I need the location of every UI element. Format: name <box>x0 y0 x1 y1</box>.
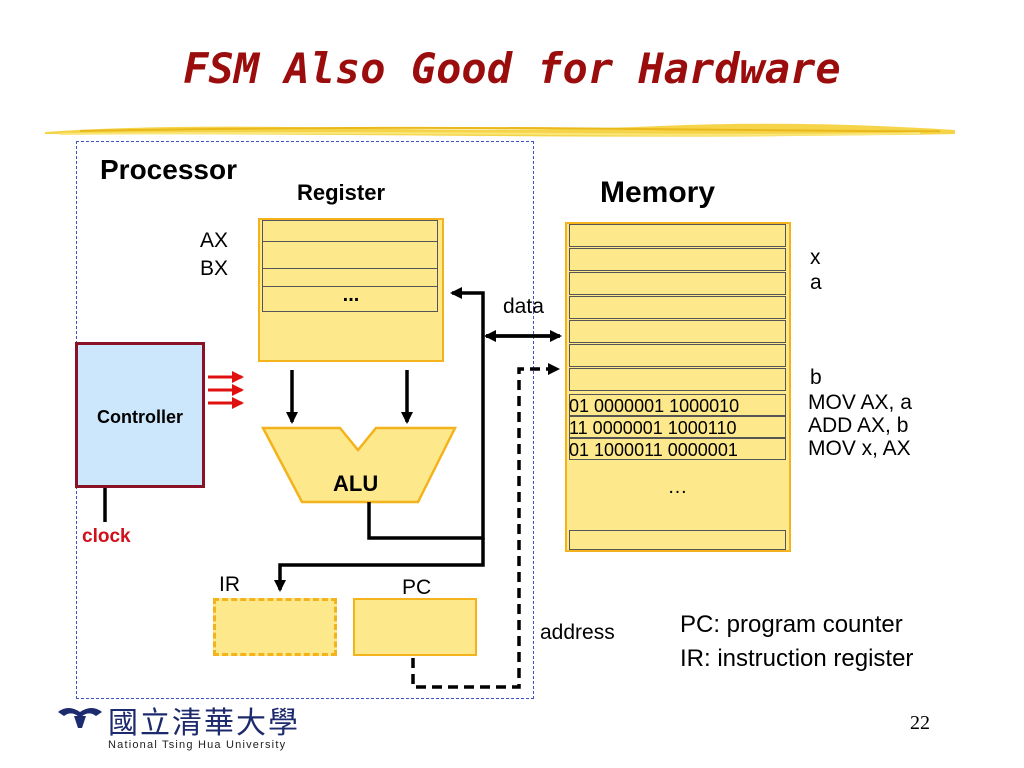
memory-row <box>569 394 786 416</box>
asm-line-2: ADD AX, b <box>808 414 909 437</box>
alu-label: ALU <box>333 471 379 496</box>
controller-block: Controller <box>75 342 205 488</box>
pc-label: PC <box>402 576 432 599</box>
memory-row <box>569 344 786 367</box>
memory-row <box>569 248 786 271</box>
asm-line-1: MOV AX, a <box>808 391 912 414</box>
legend-ir: IR: instruction register <box>680 645 914 672</box>
clock-label: clock <box>82 526 131 547</box>
memory-row <box>569 272 786 295</box>
memory-row <box>569 416 786 438</box>
register-ax-label: AX <box>200 229 229 252</box>
memory-label: Memory <box>600 176 716 209</box>
register-label: Register <box>297 180 386 205</box>
register-ellipsis: ... <box>342 284 360 306</box>
memory-code-3: 01 1000011 0000001 <box>569 440 738 460</box>
processor-label: Processor <box>100 154 237 185</box>
university-name-en: National Tsing Hua University <box>108 739 287 751</box>
var-b-label: b <box>810 366 822 389</box>
controller-label: Controller <box>96 407 183 427</box>
register-row <box>263 221 437 242</box>
university-name-cjk: 國立清華大學 <box>108 706 300 741</box>
pc-register <box>353 598 477 656</box>
memory-ellipsis: … <box>667 476 688 498</box>
memory-row <box>569 438 786 460</box>
asm-line-3: MOV x, AX <box>808 437 911 460</box>
ir-register <box>213 598 337 656</box>
register-grid: ... <box>262 220 438 312</box>
memory-row <box>569 224 786 247</box>
ir-label: IR <box>219 573 240 596</box>
memory-row <box>569 368 786 391</box>
university-logo-icon <box>58 708 102 728</box>
register-bx-label: BX <box>200 257 229 280</box>
memory-row <box>569 296 786 319</box>
memory-block: 01 0000001 1000010 11 0000001 1000110 01… <box>565 222 791 552</box>
var-x-label: x <box>810 246 821 269</box>
memory-row <box>569 320 786 343</box>
legend-pc: PC: program counter <box>680 611 903 638</box>
register-row <box>263 269 437 287</box>
data-bus-label: data <box>503 295 544 318</box>
memory-code-2: 11 0000001 1000110 <box>569 418 737 438</box>
register-row <box>263 242 437 269</box>
title-underline <box>45 123 955 137</box>
memory-code-1: 01 0000001 1000010 <box>569 396 740 416</box>
memory-row <box>569 530 786 550</box>
register-file: ... <box>258 218 444 362</box>
page-number: 22 <box>910 712 930 734</box>
var-a-label: a <box>810 271 822 294</box>
page-title: FSM Also Good for Hardware <box>183 44 841 93</box>
address-bus-label: address <box>540 621 615 644</box>
